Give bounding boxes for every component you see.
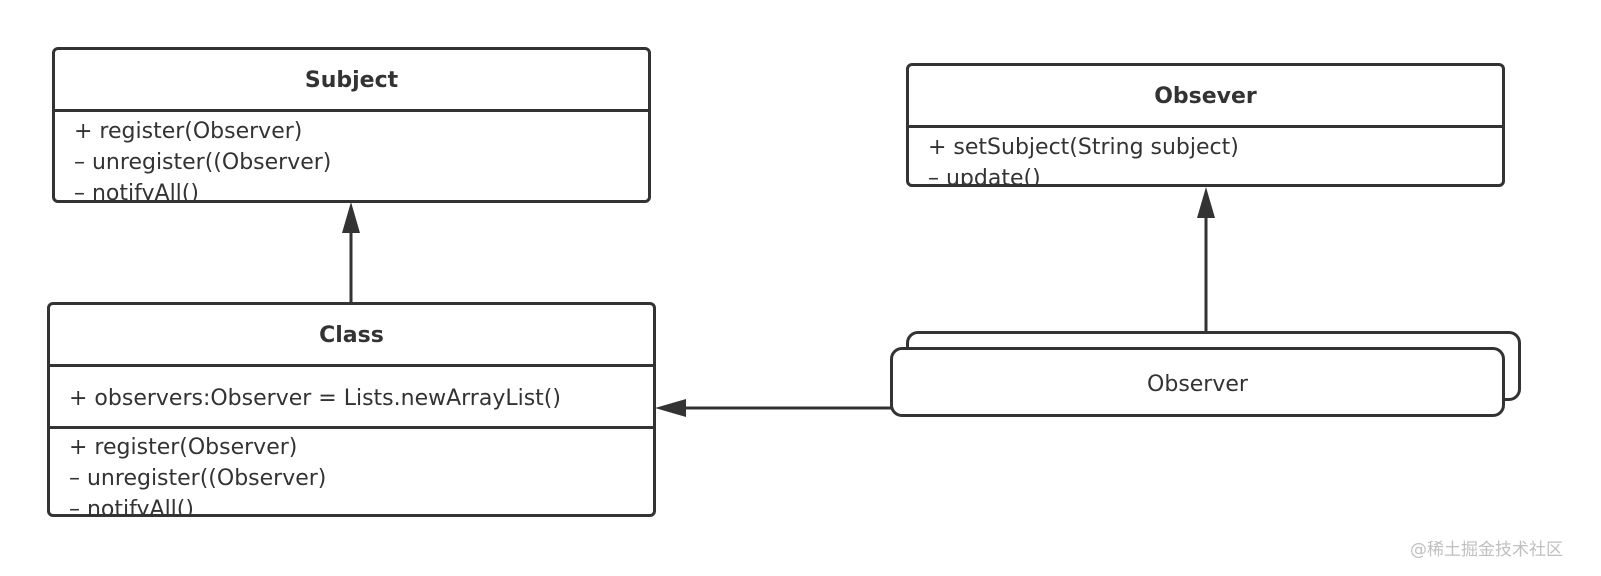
arrowhead-obsever [1197,187,1215,218]
class-class-box[interactable]: Class + observers:Observer = Lists.newAr… [47,302,656,517]
observer-instance-box[interactable]: Observer [890,347,1505,417]
class-title: Class [50,305,653,367]
subject-method: – notifyAll() [74,181,199,203]
obsever-class-box[interactable]: Obsever + setSubject(String subject) – u… [906,63,1505,187]
subject-method: – unregister((Observer) [74,150,332,175]
subject-method: + register(Observer) [74,119,303,144]
class-method: – unregister((Observer) [69,466,327,491]
arrowhead-class [655,399,686,417]
obsever-methods: + setSubject(String subject) – update() [909,128,1502,187]
observer-instance-label: Observer [1147,372,1248,397]
class-method: + register(Observer) [69,435,298,460]
class-fields: + observers:Observer = Lists.newArrayLis… [50,367,653,429]
subject-class-box[interactable]: Subject + register(Observer) – unregiste… [52,47,651,203]
obsever-method: + setSubject(String subject) [928,135,1239,160]
arrowhead-subject [342,202,360,233]
watermark-text: @稀土掘金技术社区 [1410,540,1563,560]
class-method: – notifyAll() [69,497,194,517]
subject-title: Subject [55,50,648,112]
obsever-title: Obsever [909,66,1502,128]
subject-methods: + register(Observer) – unregister((Obser… [55,112,648,203]
class-methods: + register(Observer) – unregister((Obser… [50,429,653,517]
obsever-method: – update() [928,166,1041,187]
class-field: + observers:Observer = Lists.newArrayLis… [69,386,561,411]
